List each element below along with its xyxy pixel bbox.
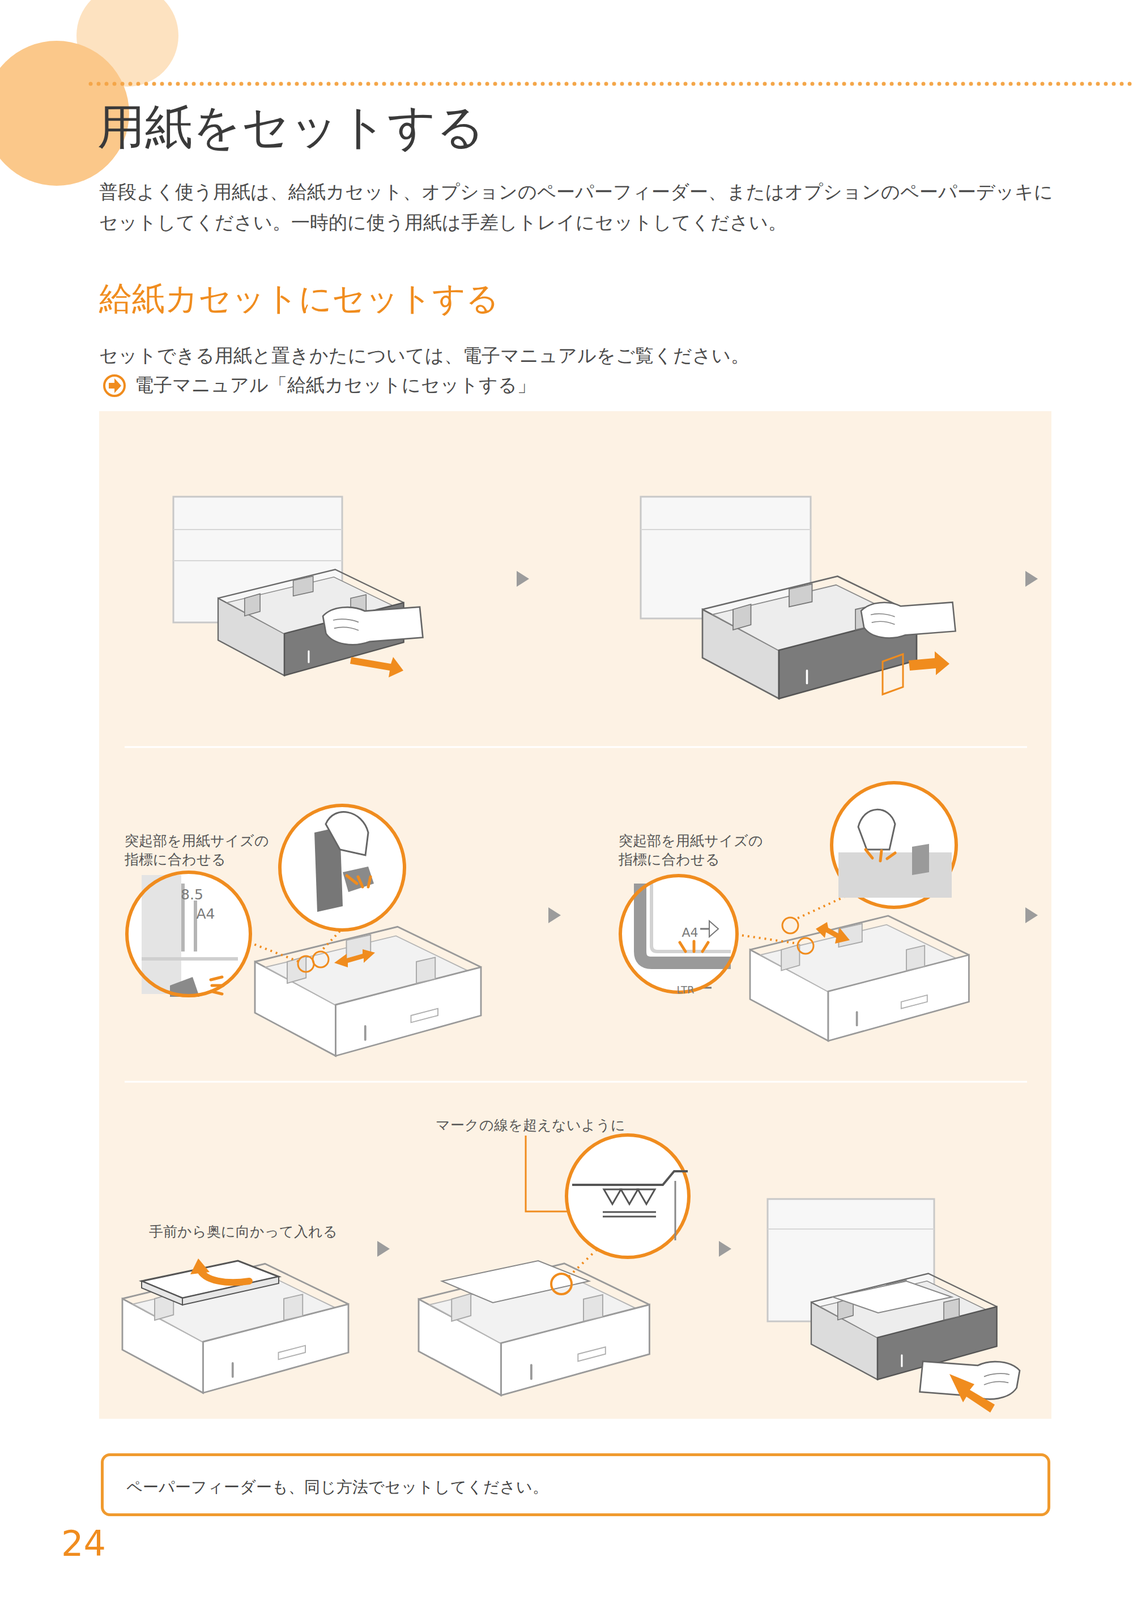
divider [124,746,1028,749]
illustration-part [700,987,712,990]
illustration-part [90,82,1133,87]
scale-mark: A4 [196,905,215,923]
illustration-part [811,1274,998,1380]
divider [124,1081,1028,1084]
scale-mark: LTR [676,984,694,996]
illustration-part [551,1274,572,1295]
illustration-part [831,782,957,908]
illustration-part [173,529,343,531]
page-title: 用紙をセットする [97,95,485,160]
illustration-part [882,654,904,695]
illustration-part [858,809,896,850]
step-note: 突起部を用紙サイズの 指標に合わせる [618,831,768,870]
illustration-part [108,378,122,394]
illustration-part [603,1189,621,1205]
illustration-part [572,1171,688,1186]
illustration-part [548,907,561,924]
illustration-part [254,926,481,1056]
note-text: ペーパーフィーダーも、同じ方法でセットしてください。 [126,1476,549,1499]
illustration-part [279,805,405,931]
illustration-part [832,1281,952,1314]
illustration-part [767,1228,935,1230]
illustration-part [441,1261,590,1303]
illustration-part [908,651,950,676]
step-push-in [767,1199,1020,1413]
illustration-part [912,844,930,876]
illustration-part [651,883,731,952]
illustration-part [620,1189,638,1205]
section-heading: 給紙カセットにセットする [99,278,1006,319]
header-decoration [0,0,1133,186]
illustration-part [249,942,300,962]
intro-text: 普段よく使う用紙は、給紙カセット、オプションのペーパーフィーダー、またはオプショ… [99,176,1057,238]
illustration-part [750,916,969,1042]
illustration-part [797,938,814,954]
illustration-part [566,1135,689,1258]
page-number: 24 [61,1523,175,1565]
illustration-part [342,866,374,893]
zoom-circle: 8.5A4 [125,870,253,998]
illustration-part [516,571,530,587]
reference-text: セットできる用紙と置きかたについては、電子マニュアルをご覧ください。 [99,343,1051,369]
link-icon [104,375,125,396]
illustration-part [141,875,182,995]
illustration-part [322,607,423,646]
illustration-part [679,941,709,952]
illustration-part [190,1258,210,1275]
illustration-part [949,1374,995,1413]
step-panel [99,411,1052,1420]
illustration-part [141,1281,183,1306]
illustration-part [602,1216,657,1218]
illustration-part [169,977,200,998]
note-box: ペーパーフィーダーも、同じ方法でセットしてください。 [100,1453,1051,1517]
illustration-part [141,957,238,961]
illustration-part [568,1246,601,1277]
illustration-part [640,883,731,964]
scale-mark: A4 [681,925,698,940]
illustration-part [736,934,798,944]
illustration-part [173,560,343,562]
step-triangles [377,571,1038,1258]
step-remove [640,496,956,700]
illustration-part [618,874,739,995]
illustration-part [674,1181,677,1241]
illustration-part [1025,571,1038,587]
illustration-part [838,852,952,898]
scale-mark: 8.5 [180,886,204,904]
illustration-part [1025,907,1038,924]
illustration-part [709,921,719,937]
illustration-part [718,1241,732,1258]
illustration-part [640,529,811,531]
manual-link: 電子マニュアル「給紙カセットにセットする」 [134,372,1042,398]
zoom-circle: A4LTR [618,874,739,995]
illustration-part [312,951,329,968]
illustration-part [297,956,314,973]
step-note: 突起部を用紙サイズの 指標に合わせる [124,831,274,870]
illustration-part [320,931,340,952]
illustration-part [126,871,251,997]
step-load-paper [122,1258,349,1394]
illustration-part [602,1211,657,1214]
illustration-part [865,849,896,862]
illustration-part [325,812,369,856]
step-note: マークの線を超えないように [435,1116,674,1135]
illustration-part [350,657,404,678]
step-width-guide [618,782,969,1042]
illustration-part [782,917,799,934]
illustration-part [346,875,371,888]
illustration-part [815,922,850,944]
illustration-part [210,977,224,995]
illustration-part [377,1241,390,1258]
step-note: 手前から奥に向かって入れる [148,1222,387,1242]
step-check-mark [418,1135,689,1396]
illustration-part [104,375,125,396]
illustration-part [700,928,710,931]
illustration-part [334,949,376,968]
illustration-part [637,1189,655,1205]
illustration-part [861,602,956,638]
step-pull-out [173,496,423,678]
